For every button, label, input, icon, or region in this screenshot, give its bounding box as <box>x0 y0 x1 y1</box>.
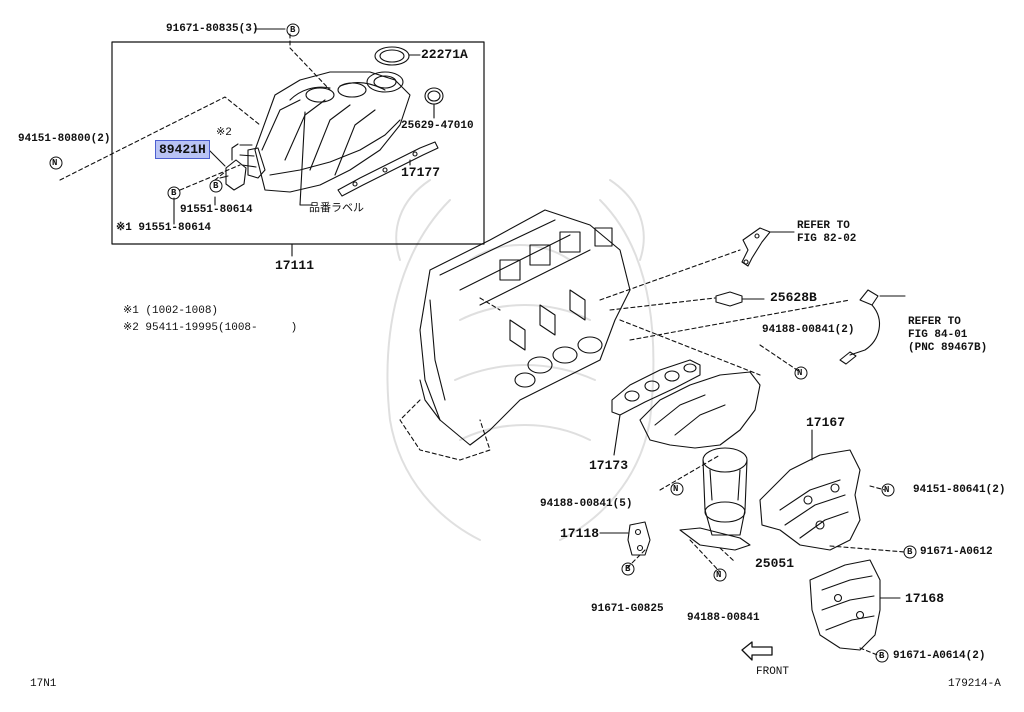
callout-mark1-91551-80614[interactable]: ※1 91551-80614 <box>116 222 212 234</box>
insulator-17167-drawing <box>759 429 861 551</box>
marker-bolt: B <box>879 651 885 661</box>
callout-94188-00841-2[interactable]: 94188-00841(2) <box>762 324 855 336</box>
gasket-22271A-drawing <box>374 46 421 66</box>
watermark <box>386 179 655 541</box>
gasket-17177-drawing <box>337 141 439 197</box>
note-mark1: ※1 (1002-1008) <box>123 305 219 317</box>
marker-bolt: B <box>907 547 913 557</box>
marker-bolt: B <box>290 25 296 35</box>
refer-84-line2[interactable]: FIG 84-01 <box>908 329 968 341</box>
mark2-reference: ※2 <box>216 127 232 139</box>
callout-89421H-highlighted[interactable]: 89421H <box>155 140 210 159</box>
callout-25051[interactable]: 25051 <box>755 556 795 571</box>
engine-block-drawing <box>419 209 631 446</box>
callout-94188-00841[interactable]: 94188-00841 <box>687 612 760 624</box>
callout-17177[interactable]: 17177 <box>401 165 441 180</box>
bracket-82-02-drawing <box>741 227 795 267</box>
callout-94151-80800[interactable]: 94151-80800(2) <box>18 133 111 145</box>
callout-91671-80835[interactable]: 91671-80835(3) <box>166 23 259 35</box>
insulator-17168-drawing <box>809 559 901 651</box>
marker-nut: N <box>884 485 890 495</box>
callout-17167[interactable]: 17167 <box>806 415 846 430</box>
front-label: FRONT <box>756 666 790 678</box>
marker-bolt: B <box>213 181 219 191</box>
dashed-leaders-manifold <box>59 33 331 191</box>
marker-nut: N <box>797 368 803 378</box>
callout-17173[interactable]: 17173 <box>589 458 629 473</box>
callout-17111[interactable]: 17111 <box>275 258 315 273</box>
o2-sensor-drawing <box>839 289 906 365</box>
callout-94188-00841-5[interactable]: 94188-00841(5) <box>540 498 633 510</box>
refer-82-line2[interactable]: FIG 82-02 <box>797 233 857 245</box>
callout-91671-G0825[interactable]: 91671-G0825 <box>591 603 664 615</box>
callout-22271A[interactable]: 22271A <box>421 47 468 62</box>
part-number-label-jp: 品番ラベル <box>309 201 364 214</box>
marker-bolt: B <box>625 564 631 574</box>
refer-82-line1[interactable]: REFER TO <box>797 220 850 232</box>
gasket-17173-drawing <box>611 359 701 456</box>
marker-circles <box>49 23 917 663</box>
footer-left-code: 17N1 <box>30 678 57 690</box>
front-arrow <box>741 641 773 661</box>
bracket-17118-drawing <box>599 521 651 556</box>
marker-bolt: B <box>171 188 177 198</box>
refer-84-line3[interactable]: (PNC 89467B) <box>908 342 988 354</box>
marker-nut: N <box>52 158 58 168</box>
callout-25629-47010[interactable]: 25629-47010 <box>401 120 474 132</box>
footer-right-code: 179214-A <box>948 678 1001 690</box>
dashed-leaders-exhaust <box>599 249 906 657</box>
intake-manifold-drawing <box>239 71 411 206</box>
callout-91551-80614[interactable]: 91551-80614 <box>180 204 253 216</box>
note-mark2: ※2 95411-19995(1008- ) <box>123 322 298 334</box>
callout-91671-A0614[interactable]: 91671-A0614(2) <box>893 650 986 662</box>
engine-dashed-outline <box>399 297 501 461</box>
refer-84-line1[interactable]: REFER TO <box>908 316 961 328</box>
marker-nut: N <box>673 484 679 494</box>
callout-91671-A0612[interactable]: 91671-A0612 <box>920 546 993 558</box>
callout-25628B[interactable]: 25628B <box>770 290 817 305</box>
sensor-89421H-drawing <box>206 143 247 191</box>
ring-25629-drawing <box>424 87 444 119</box>
intake-manifold-box <box>111 41 485 245</box>
callout-17168[interactable]: 17168 <box>905 591 945 606</box>
exhaust-manifold-drawing <box>639 371 761 551</box>
callout-17118[interactable]: 17118 <box>560 526 600 541</box>
callout-94151-80641[interactable]: 94151-80641(2) <box>913 484 1006 496</box>
sensor-25628B-drawing <box>715 291 765 307</box>
marker-nut: N <box>716 570 722 580</box>
